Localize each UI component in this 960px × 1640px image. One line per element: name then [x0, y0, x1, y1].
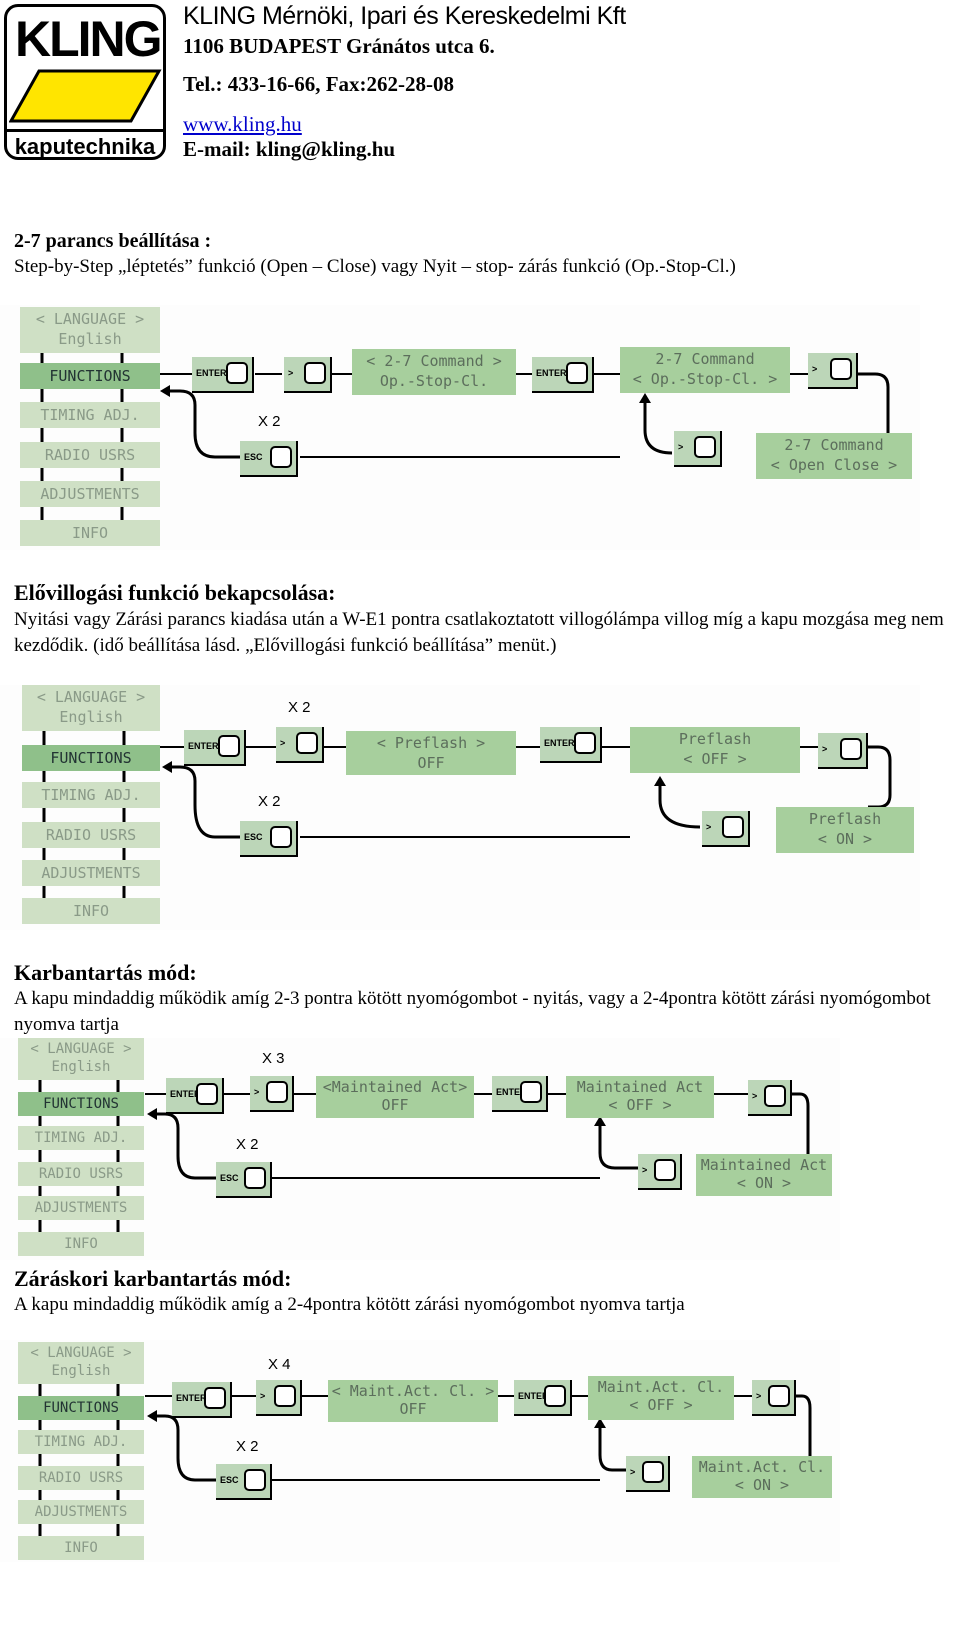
menu-item-radio: RADIO USRS: [18, 1466, 144, 1490]
lcd-display-option: 2-7 Command< Open Close >: [756, 433, 912, 479]
repeat-count: X 4: [268, 1356, 291, 1373]
next-key-icon: >: [256, 1380, 302, 1416]
enter-key-icon: ENTER: [492, 1076, 548, 1112]
next-key-icon: >: [752, 1380, 796, 1416]
company-email: E-mail: kling@kling.hu: [183, 137, 396, 161]
menu-item-info: INFO: [18, 1536, 144, 1560]
repeat-count: X 2: [236, 1136, 259, 1153]
enter-key-icon: ENTER: [540, 727, 602, 763]
menu-diagram: < LANGUAGE >English FUNCTIONS TIMING ADJ…: [0, 1038, 840, 1260]
lcd-display-option: Maintained Act< ON >: [696, 1154, 832, 1196]
menu-item-language: < LANGUAGE >English: [22, 685, 160, 731]
company-address: 1106 BUDAPEST Gránátos utca 6.: [183, 34, 495, 58]
section-body: Step-by-Step „léptetés” funkció (Open – …: [14, 256, 736, 277]
lcd-display-command: < Preflash >OFF: [346, 731, 516, 775]
enter-key-icon: ENTER: [532, 357, 594, 393]
enter-key-icon: ENTER: [166, 1078, 224, 1114]
esc-key-icon: ESC: [240, 441, 298, 477]
section-body: Nyitási vagy Zárási parancs kiadása után…: [14, 609, 944, 656]
menu-item-adjustments: ADJUSTMENTS: [20, 481, 160, 507]
esc-key-icon: ESC: [216, 1464, 272, 1500]
section-title: Karbantartás mód:: [14, 960, 197, 985]
section-body: A kapu mindaddig működik amíg 2-3 pontra…: [14, 988, 931, 1035]
lcd-display-option: Preflash< ON >: [776, 807, 914, 853]
repeat-count: X 2: [288, 699, 311, 716]
lcd-display-option: Maint.Act. Cl.< ON >: [692, 1456, 832, 1498]
flow-lines: [42, 697, 892, 921]
menu-item-adjustments: ADJUSTMENTS: [18, 1500, 144, 1524]
menu-item-timing: TIMING ADJ.: [18, 1430, 144, 1454]
menu-item-functions: FUNCTIONS: [22, 745, 160, 771]
website-link[interactable]: www.kling.hu: [183, 112, 302, 136]
menu-item-info: INFO: [18, 1232, 144, 1256]
menu-item-language: < LANGUAGE >English: [18, 1342, 144, 1384]
lcd-display-command: < 2-7 Command >Op.-Stop-Cl.: [352, 349, 516, 395]
next-key-icon: >: [626, 1456, 670, 1492]
menu-item-radio: RADIO USRS: [22, 822, 160, 848]
menu-item-language: < LANGUAGE >English: [18, 1038, 144, 1080]
menu-item-radio: RADIO USRS: [20, 442, 160, 468]
lcd-display-command: < Maint.Act. Cl. >OFF: [328, 1380, 498, 1422]
section-title: Elővillogási funkció bekapcsolása:: [14, 580, 336, 605]
menu-item-info: INFO: [22, 898, 160, 924]
enter-key-icon: ENTER: [172, 1382, 232, 1418]
menu-item-adjustments: ADJUSTMENTS: [22, 860, 160, 886]
menu-item-timing: TIMING ADJ.: [18, 1126, 144, 1150]
lcd-display-edit: Maintained Act< OFF >: [566, 1076, 714, 1118]
logo-subtitle: kaputechnika: [7, 129, 163, 157]
esc-key-icon: ESC: [240, 821, 298, 857]
menu-item-functions: FUNCTIONS: [20, 363, 160, 389]
repeat-count: X 2: [236, 1438, 259, 1455]
enter-key-icon: ENTER: [184, 730, 246, 766]
section-title: 2-7 parancs beállítása :: [14, 230, 212, 252]
menu-item-adjustments: ADJUSTMENTS: [18, 1196, 144, 1220]
company-phone: Tel.: 433-16-66, Fax:262-28-08: [183, 72, 455, 96]
next-key-icon: >: [674, 431, 722, 467]
lcd-display-edit: Preflash< OFF >: [630, 727, 800, 773]
menu-item-functions: FUNCTIONS: [18, 1396, 144, 1420]
next-key-icon: >: [818, 733, 868, 769]
esc-key-icon: ESC: [216, 1162, 272, 1198]
section-title: Záráskori karbantartás mód:: [14, 1266, 292, 1291]
enter-key-icon: ENTER: [514, 1380, 572, 1416]
menu-item-language: < LANGUAGE >English: [20, 307, 160, 353]
menu-item-info: INFO: [20, 520, 160, 546]
company-name: KLING Mérnöki, Ipari és Kereskedelmi Kft: [183, 2, 626, 30]
lcd-display-edit: Maint.Act. Cl.< OFF >: [588, 1376, 734, 1420]
menu-diagram: < LANGUAGE >English FUNCTIONS TIMING ADJ…: [0, 685, 920, 930]
company-logo: KLING kaputechnika: [4, 4, 166, 160]
next-key-icon: >: [702, 811, 750, 847]
enter-key-icon: ENTER: [192, 357, 254, 393]
next-key-icon: >: [284, 357, 332, 393]
next-key-icon: >: [250, 1076, 294, 1112]
next-key-icon: >: [276, 727, 324, 763]
menu-item-radio: RADIO USRS: [18, 1162, 144, 1186]
repeat-count: X 3: [262, 1050, 285, 1067]
menu-diagram: < LANGUAGE >English FUNCTIONS TIMING ADJ…: [0, 1340, 840, 1562]
next-key-icon: >: [808, 353, 858, 389]
next-key-icon: >: [748, 1080, 792, 1116]
menu-item-timing: TIMING ADJ.: [20, 402, 160, 428]
lcd-display-edit: 2-7 Command< Op.-Stop-Cl. >: [620, 347, 790, 393]
section-body: A kapu mindaddig működik amíg a 2-4pontr…: [14, 1294, 685, 1315]
menu-diagram: < LANGUAGE >English FUNCTIONS TIMING ADJ…: [0, 305, 920, 550]
next-key-icon: >: [638, 1154, 682, 1190]
logo-yellow-shape-icon: [9, 69, 162, 123]
repeat-count: X 2: [258, 793, 281, 810]
menu-item-timing: TIMING ADJ.: [22, 782, 160, 808]
menu-item-functions: FUNCTIONS: [18, 1092, 144, 1116]
logo-word: KLING: [15, 11, 163, 67]
lcd-display-command: <Maintained Act>OFF: [316, 1076, 474, 1118]
repeat-count: X 2: [258, 413, 281, 430]
